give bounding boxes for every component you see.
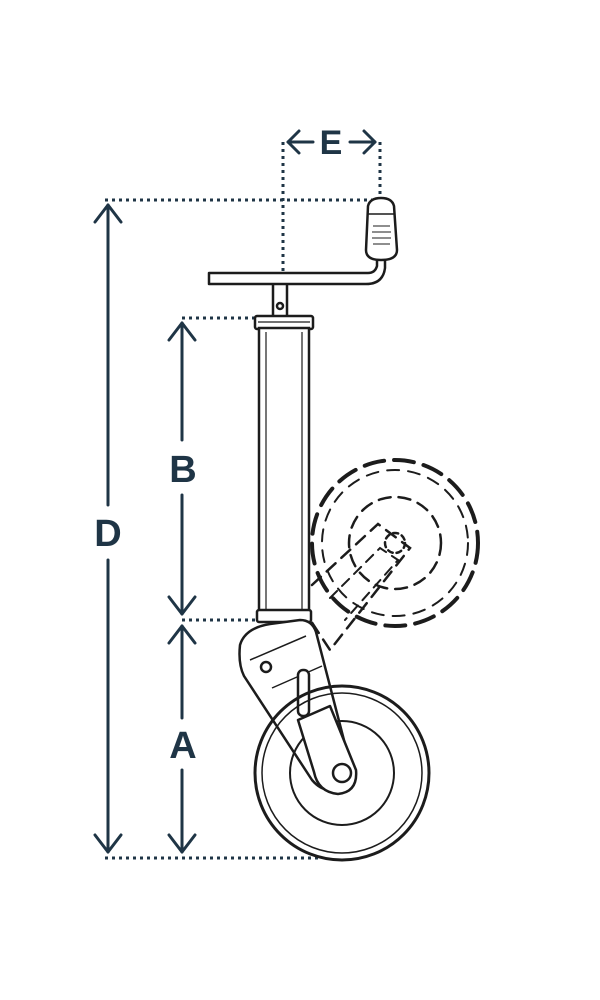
dimension-d-arrow [93,203,123,854]
alternate-position-wheel [303,458,480,653]
ghost-fork-inner [329,546,400,621]
dimension-arrows [93,129,377,854]
dimension-label-b: B [169,449,196,491]
dimension-guides [105,142,382,860]
outer-tube [257,326,311,620]
ghost-fork-arm [303,522,412,653]
crank-grip [364,196,399,262]
dimension-label-e: E [320,124,343,162]
dimension-label-a: A [169,725,196,767]
wheel-tyre-inner [261,692,423,854]
dimension-e-arrow [286,129,377,155]
dimension-b-arrow [167,321,197,616]
ghost-wheel-outer [310,458,480,628]
jack-body [253,281,315,624]
crank-handle [207,196,399,286]
ghost-wheel-rim [321,469,469,617]
crank-arm [207,256,387,286]
fork-front [296,704,358,796]
grip-texture [372,225,391,245]
fork-pivot-bolt [259,660,273,674]
dimension-a-arrow [167,624,197,854]
spindle-bolt [275,301,285,311]
wheel-tyre-outer [253,684,431,862]
dimension-label-d: D [94,513,121,555]
wheel-hub [289,720,395,826]
ghost-wheel-hub [347,495,443,591]
